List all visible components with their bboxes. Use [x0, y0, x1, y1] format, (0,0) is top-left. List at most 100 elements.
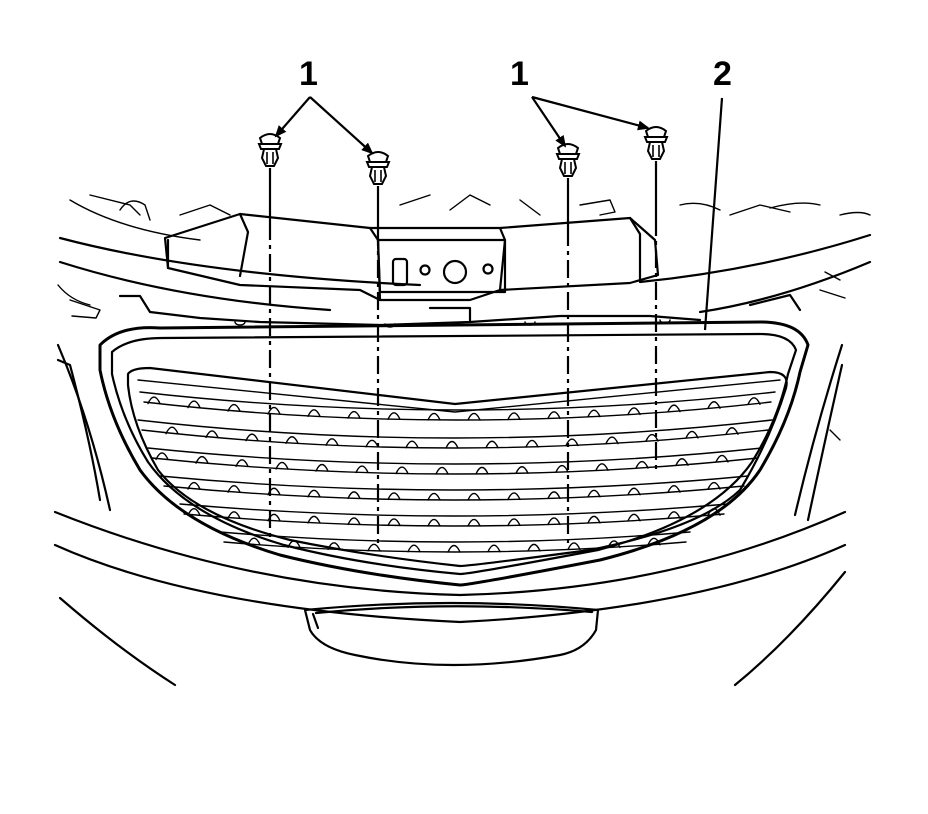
mesh-row-lower [223, 541, 687, 553]
mesh-row-lower [143, 401, 772, 421]
mesh-cell [685, 430, 699, 439]
fastener-4 [644, 126, 668, 470]
callout-label-1-right: 1 [510, 55, 529, 93]
mesh-cell [525, 439, 539, 448]
mesh-cell [227, 511, 241, 519]
mesh-cell [247, 537, 261, 546]
callout-label-1-left: 1 [299, 55, 318, 93]
mesh-cell [567, 542, 581, 551]
mesh-cell [407, 544, 421, 553]
mesh-row [219, 531, 691, 543]
mesh-cell [147, 396, 161, 405]
mesh-cell [395, 466, 409, 475]
mesh-cell [347, 410, 361, 419]
callout-arrow [531, 95, 650, 131]
callout-grille: 2 [703, 55, 732, 331]
mesh-cell [325, 438, 339, 446]
mesh-row [159, 475, 749, 491]
mesh-cell [515, 466, 529, 474]
mesh-cell [725, 427, 739, 435]
mesh-cell [527, 543, 541, 552]
fastener-2 [366, 151, 390, 545]
mesh-cell [547, 517, 561, 526]
mesh-cell [365, 439, 379, 448]
mesh-cell [427, 412, 441, 421]
grille-mesh [137, 391, 776, 553]
mesh-cell [235, 459, 249, 467]
mesh-row [137, 419, 773, 439]
mesh-cell [155, 452, 169, 461]
mesh-cell [475, 466, 489, 475]
mesh-cell [507, 412, 521, 421]
mesh-cell [307, 409, 321, 418]
mesh-row [147, 447, 763, 465]
mesh-cell [435, 466, 449, 475]
mesh-cell [645, 433, 659, 442]
fastener-1 [258, 133, 282, 540]
mesh-row [139, 391, 776, 411]
mesh-cell [367, 543, 381, 552]
mesh-cell [607, 540, 621, 549]
mesh-cell [487, 544, 501, 553]
callout-leader [703, 97, 724, 331]
callout-left: 1 [274, 55, 374, 155]
mesh-cell [427, 518, 441, 527]
front-fascia [53, 343, 847, 687]
mesh-cell [245, 433, 259, 442]
callout-arrow [531, 96, 567, 148]
mesh-cell [205, 430, 219, 439]
mesh-cell [275, 461, 289, 470]
mesh-cell [165, 426, 179, 435]
mesh-row-lower [183, 513, 725, 527]
mesh-cell [315, 463, 329, 472]
mesh-cell [195, 455, 209, 464]
mesh-cell [285, 436, 299, 444]
mesh-cell [355, 465, 369, 474]
mesh-cell [227, 484, 241, 493]
mesh-cell [547, 411, 561, 420]
callout-right: 1 [510, 55, 650, 148]
mesh-cell [507, 518, 521, 527]
mesh-cell [467, 518, 481, 527]
mesh-cell [587, 409, 601, 418]
mesh-row-lower [163, 485, 745, 501]
mesh-cell [187, 481, 201, 490]
mesh-cell [267, 406, 281, 415]
mesh-cell [387, 518, 401, 527]
mesh-row [179, 503, 729, 517]
mesh-cell [627, 487, 641, 496]
fastener-3 [556, 143, 580, 545]
callout-arrow [274, 96, 311, 138]
mesh-cell [467, 412, 481, 421]
mesh-cell [445, 440, 459, 449]
mesh-cell [427, 492, 441, 501]
callout-arrow [309, 96, 374, 155]
mesh-cell [707, 508, 721, 516]
mesh-cell [675, 458, 689, 466]
mesh-cell [227, 403, 241, 412]
mesh-cell [707, 481, 721, 490]
mesh-cell [307, 489, 321, 498]
mesh-cell [667, 511, 681, 519]
mesh-cell [667, 404, 681, 413]
mesh-cell [387, 492, 401, 501]
mesh-cell [307, 515, 321, 524]
mesh-cell [715, 454, 729, 463]
mesh-cell [387, 412, 401, 420]
mesh-row-lower [141, 429, 769, 449]
mesh-cell [627, 513, 641, 522]
mesh-cell [627, 407, 641, 416]
mesh-cell [447, 544, 461, 553]
vehicle-body-lines [57, 194, 872, 441]
mesh-cell [707, 401, 721, 409]
mesh-cell [587, 489, 601, 498]
mesh-cell [485, 440, 499, 449]
mesh-cell [595, 463, 609, 472]
mesh-cell [635, 460, 649, 469]
mesh-cell [347, 517, 361, 526]
mesh-cell [187, 400, 201, 409]
grille-assembly [98, 320, 810, 587]
mesh-cell [647, 537, 661, 546]
